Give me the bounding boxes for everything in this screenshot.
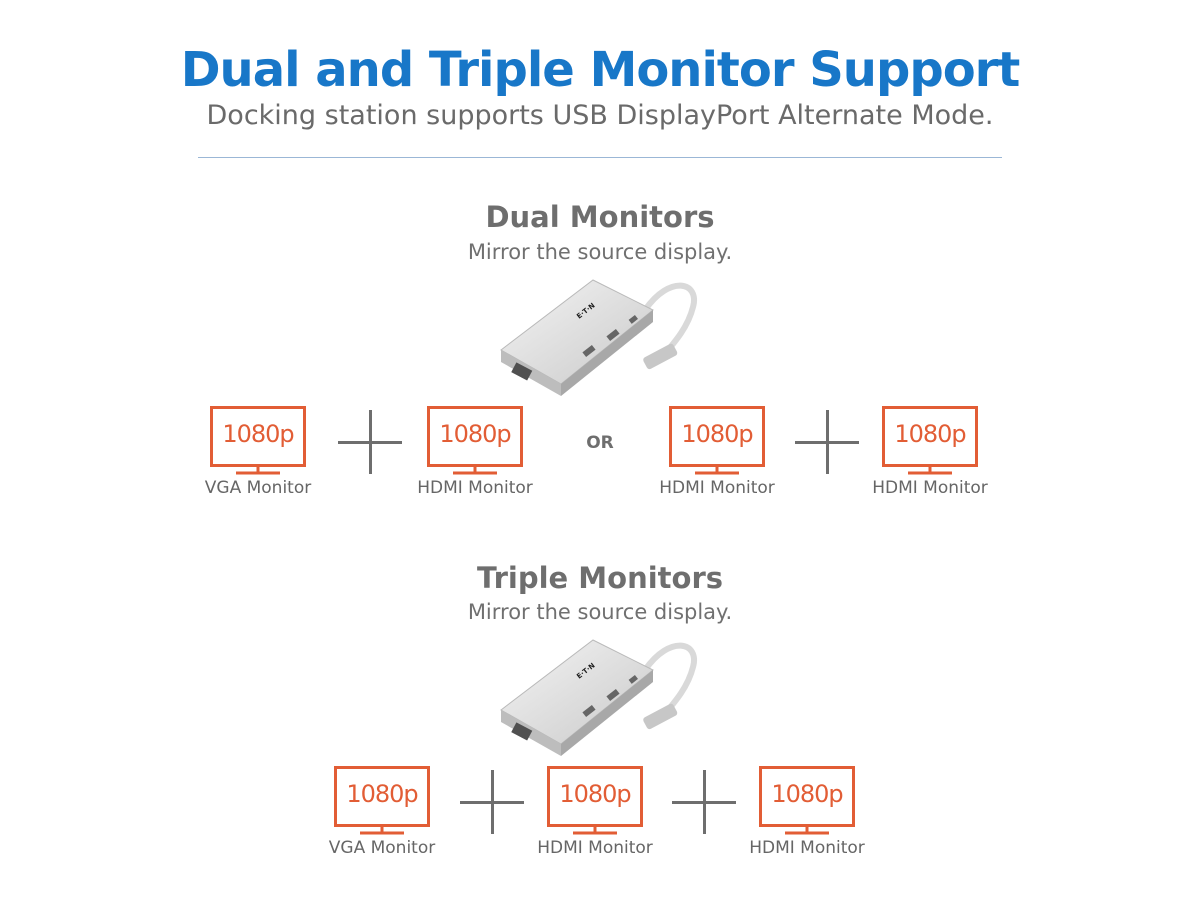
monitor-label: HDMI Monitor	[417, 478, 533, 498]
or-label: OR	[586, 433, 614, 453]
monitor-icon	[547, 766, 643, 835]
plus-icon	[338, 410, 402, 474]
monitor-icon	[334, 766, 430, 835]
docking-station-icon: E·T·N	[495, 632, 705, 766]
monitor-resolution: 1080p	[222, 420, 294, 448]
monitor-icon	[427, 406, 523, 475]
plus-icon	[672, 770, 736, 834]
plus-icon	[795, 410, 859, 474]
plus-icon	[460, 770, 524, 834]
monitor-label: HDMI Monitor	[537, 838, 653, 858]
monitor-icon	[669, 406, 765, 475]
triple-monitor-3: 1080p HDMI Monitor	[727, 766, 887, 866]
dual-monitor-4: 1080p HDMI Monitor	[850, 406, 1010, 506]
triple-section-subtitle: Mirror the source display.	[467, 600, 733, 624]
dual-monitor-1: 1080p VGA Monitor	[178, 406, 338, 506]
monitor-resolution: 1080p	[894, 420, 966, 448]
dual-monitor-3: 1080p HDMI Monitor	[637, 406, 797, 506]
triple-section-title: Triple Monitors	[476, 561, 724, 595]
page-title: Dual and Triple Monitor Support	[180, 42, 1021, 98]
triple-monitor-1: 1080p VGA Monitor	[302, 766, 462, 866]
monitor-resolution: 1080p	[559, 780, 631, 808]
monitor-icon	[210, 406, 306, 475]
monitor-resolution: 1080p	[771, 780, 843, 808]
triple-monitor-2: 1080p HDMI Monitor	[515, 766, 675, 866]
page-subtitle: Docking station supports USB DisplayPort…	[206, 100, 994, 131]
monitor-icon	[759, 766, 855, 835]
header-divider	[198, 157, 1002, 158]
dual-monitor-2: 1080p HDMI Monitor	[395, 406, 555, 506]
monitor-label: VGA Monitor	[328, 838, 436, 858]
monitor-label: HDMI Monitor	[659, 478, 775, 498]
monitor-icon	[882, 406, 978, 475]
monitor-resolution: 1080p	[346, 780, 418, 808]
monitor-label: HDMI Monitor	[749, 838, 865, 858]
monitor-label: VGA Monitor	[204, 478, 312, 498]
dual-section-title: Dual Monitors	[485, 200, 715, 234]
monitor-resolution: 1080p	[681, 420, 753, 448]
docking-station-icon: E·T·N	[495, 272, 705, 406]
dual-section-subtitle: Mirror the source display.	[467, 240, 733, 264]
monitor-label: HDMI Monitor	[872, 478, 988, 498]
monitor-resolution: 1080p	[439, 420, 511, 448]
